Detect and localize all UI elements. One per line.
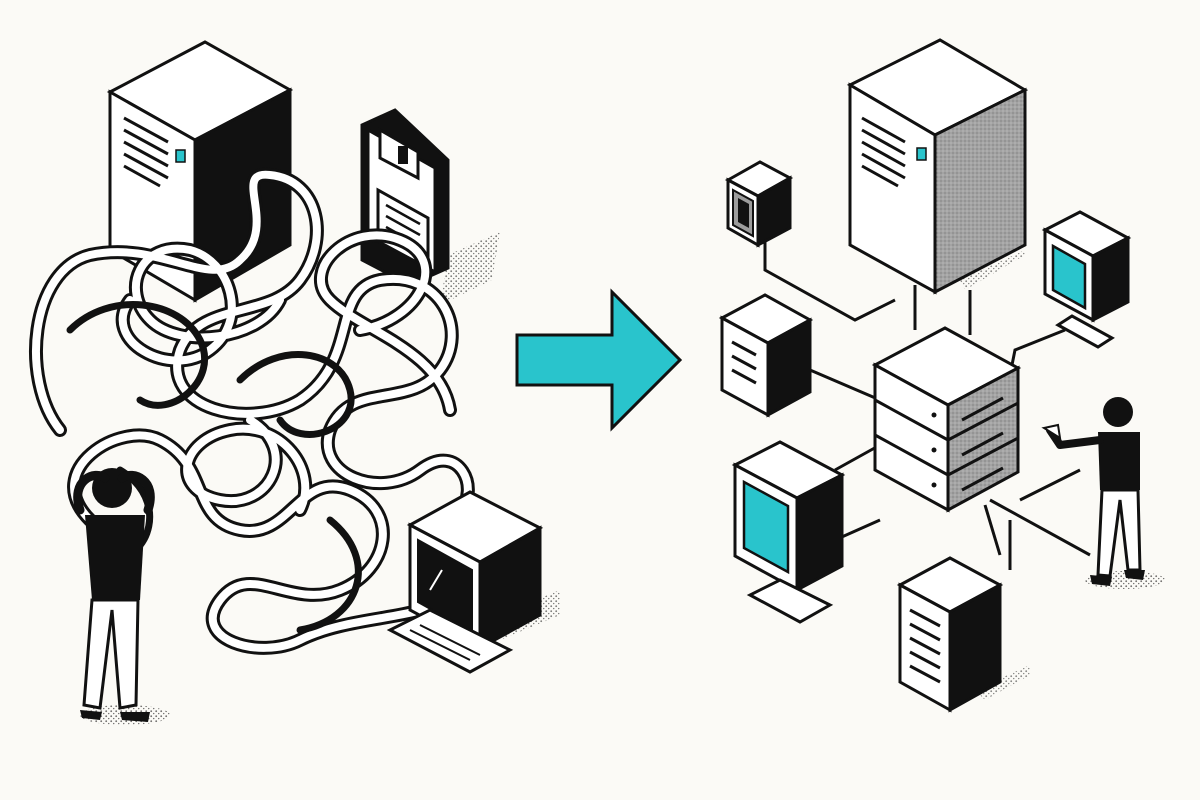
chip-module-icon [724, 160, 794, 248]
arrow-right-icon [515, 288, 683, 432]
network-connection-lines [763, 240, 1091, 570]
monitor-icon [731, 440, 846, 624]
tangled-cables-icon [29, 167, 475, 655]
crt-computer-icon [386, 490, 560, 674]
monitor-icon [1041, 210, 1132, 349]
person-pointing-icon [1041, 397, 1165, 589]
server-unit-icon [896, 556, 1030, 713]
rack-server-hub-icon [871, 326, 1022, 513]
tower-server-icon [846, 38, 1029, 295]
stressed-person-icon [73, 468, 170, 725]
server-unit-icon [718, 293, 814, 418]
